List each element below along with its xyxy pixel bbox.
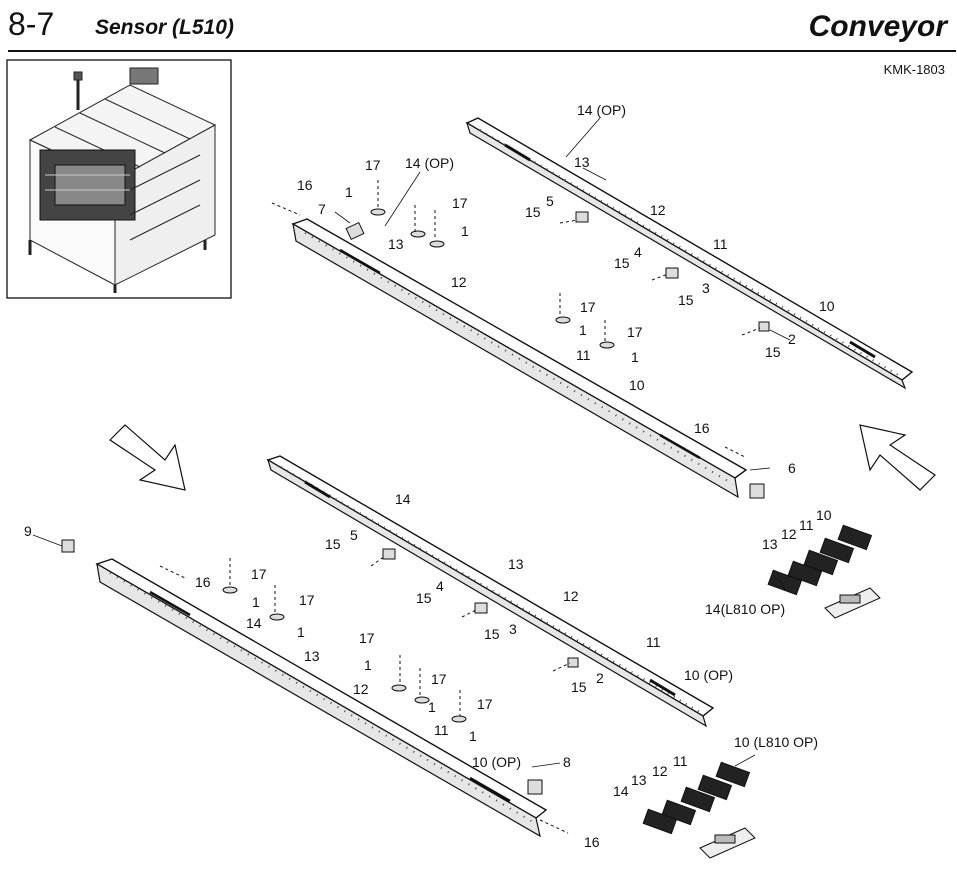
callout-label: 11: [646, 634, 661, 650]
callout-label: 17: [627, 324, 643, 340]
callout-label: 7: [318, 201, 326, 217]
callout-label: 3: [509, 621, 517, 637]
callout-label: 5: [546, 193, 554, 209]
callout-label: 12: [563, 588, 579, 604]
fastener-leaders: [159, 180, 761, 834]
upper-rear-rail: [465, 117, 914, 390]
callout-label: 1: [364, 657, 372, 673]
callout-label: 11: [673, 753, 688, 769]
callout-label: 10 (L810 OP): [734, 734, 818, 750]
callout-label: 12: [353, 681, 369, 697]
callout-label: 13: [304, 648, 320, 664]
callout-label: 11: [576, 347, 591, 363]
sensor-set-bottom: [642, 761, 756, 859]
callout-label: 13: [388, 236, 404, 252]
callout-labels: 14 (OP) 13 12 5 15 11 4 15 3 15 10 2 15 …: [24, 102, 835, 850]
callout-label: 11: [713, 236, 728, 252]
callout-label: 4: [436, 578, 444, 594]
callout-label: 10: [816, 507, 832, 523]
arrow-up-left-icon: [859, 424, 936, 491]
section-title: Sensor (L510): [95, 16, 234, 39]
callout-label: 12: [652, 763, 668, 779]
callout-label: 8: [563, 754, 571, 770]
callout-label: 16: [297, 177, 313, 193]
callout-label: 1: [469, 728, 477, 744]
callout-label: 3: [702, 280, 710, 296]
callout-label: 2: [596, 670, 604, 686]
callout-label: 15: [325, 536, 341, 552]
upper-front-rail: [291, 218, 748, 499]
callout-label: 1: [297, 624, 305, 640]
callout-label: 1: [428, 699, 436, 715]
callout-label: 15: [571, 679, 587, 695]
callout-label: 12: [781, 526, 797, 542]
callout-label: 13: [508, 556, 524, 572]
callout-label: 17: [299, 592, 315, 608]
callout-label: 1: [345, 184, 353, 200]
callout-label: 14 (OP): [577, 102, 626, 118]
callout-label: 6: [788, 460, 796, 476]
callout-label: 11: [799, 517, 814, 533]
callout-label: 14: [613, 783, 629, 799]
machine-overview-inset: [6, 59, 232, 299]
callout-label: 15: [525, 204, 541, 220]
callout-label: 15: [765, 344, 781, 360]
callout-label: 10: [629, 377, 645, 393]
callout-label: 9: [24, 523, 32, 539]
callout-label: 14(L810 OP): [705, 601, 785, 617]
callout-label: 13: [574, 154, 590, 170]
lower-front-rail: [95, 558, 548, 838]
callout-label: 14: [395, 491, 411, 507]
callout-label: 15: [678, 292, 694, 308]
sensor-set-top: [767, 524, 881, 619]
callout-label: 16: [584, 834, 600, 850]
callout-label: 17: [359, 630, 375, 646]
callout-label: 17: [365, 157, 381, 173]
callout-label: 14: [246, 615, 262, 631]
callout-label: 12: [451, 274, 467, 290]
callout-label: 16: [694, 420, 710, 436]
header-rule: [8, 50, 956, 52]
callout-label: 1: [252, 594, 260, 610]
callout-label: 10 (OP): [472, 754, 521, 770]
document-code: KMK-1803: [883, 62, 945, 77]
callout-label: 15: [416, 590, 432, 606]
callout-label: 4: [634, 244, 642, 260]
section-category: Conveyor: [808, 10, 947, 43]
callout-label: 2: [788, 331, 796, 347]
callout-label: 1: [461, 223, 469, 239]
callout-label: 17: [477, 696, 493, 712]
callout-label: 14 (OP): [405, 155, 454, 171]
machine-icon: [28, 67, 217, 293]
sensor-parts: [61, 208, 770, 795]
callout-label: 1: [631, 349, 639, 365]
lower-rear-rail: [266, 455, 715, 728]
callout-label: 17: [452, 195, 468, 211]
arrow-down-right-icon: [109, 424, 186, 491]
callout-label: 16: [195, 574, 211, 590]
callout-leaders: [32, 117, 791, 768]
callout-label: 11: [434, 722, 449, 738]
callout-label: 17: [431, 671, 447, 687]
callout-label: 13: [631, 772, 647, 788]
callout-label: 1: [579, 322, 587, 338]
callout-label: 13: [762, 536, 778, 552]
callout-label: 10: [819, 298, 835, 314]
callout-label: 10 (OP): [684, 667, 733, 683]
callout-label: 5: [350, 527, 358, 543]
page-header: 8-7 Sensor (L510) Conveyor KMK-1803: [0, 0, 957, 77]
callout-label: 12: [650, 202, 666, 218]
section-number: 8-7: [8, 6, 55, 42]
callout-label: 15: [614, 255, 630, 271]
callout-label: 17: [580, 299, 596, 315]
callout-label: 15: [484, 626, 500, 642]
callout-label: 17: [251, 566, 267, 582]
